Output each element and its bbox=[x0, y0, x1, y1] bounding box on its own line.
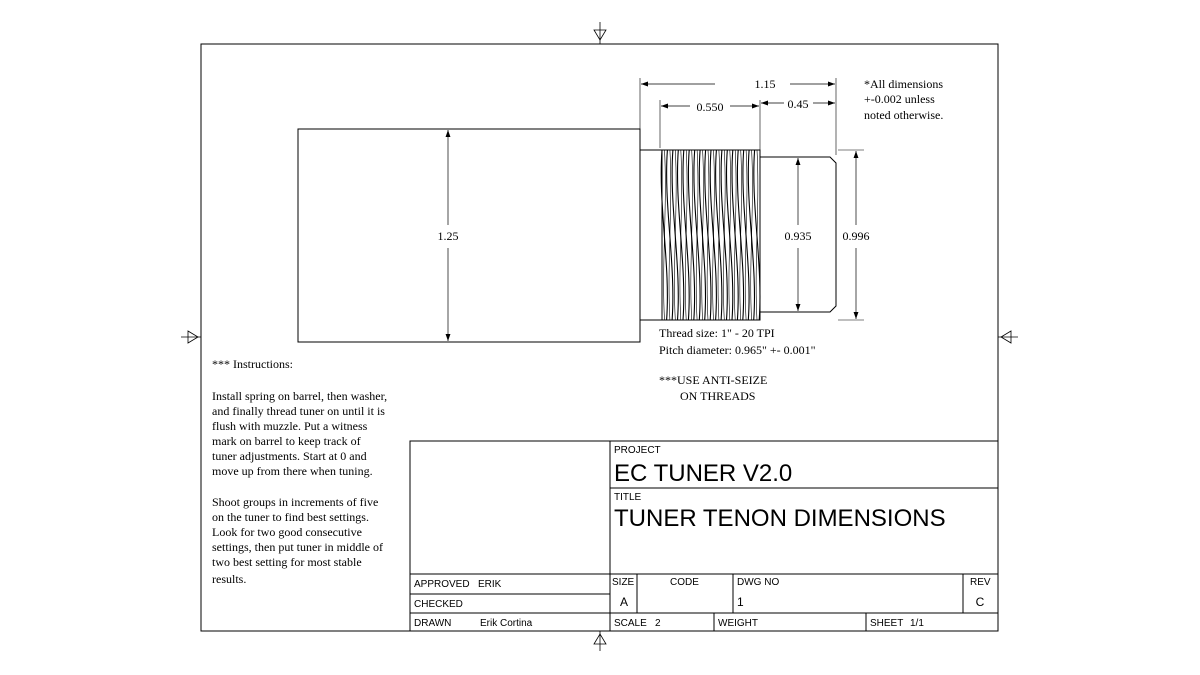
thread-relief bbox=[640, 149, 663, 321]
threaded-section bbox=[660, 149, 761, 321]
instructions-p1-line-1: Install spring on barrel, then washer, bbox=[212, 389, 387, 403]
size-value: A bbox=[620, 595, 628, 609]
instructions-p1-line-6: move up from there when tuning. bbox=[212, 464, 373, 478]
thread-root bbox=[744, 149, 748, 321]
code-label: CODE bbox=[670, 577, 699, 588]
dim-pilot-diameter: 0.935 bbox=[785, 229, 812, 243]
thread-root bbox=[712, 149, 715, 321]
barrel-body bbox=[297, 128, 641, 343]
drawn-label: DRAWN bbox=[414, 618, 451, 629]
instructions-p2-line-1: Shoot groups in increments of five bbox=[212, 495, 378, 509]
title-block bbox=[409, 440, 999, 632]
thread-root bbox=[755, 149, 759, 321]
thread-root bbox=[668, 149, 672, 321]
drawn-value: Erik Cortina bbox=[480, 618, 533, 629]
instructions-p1-line-2: and finally thread tuner on until it is bbox=[212, 404, 385, 418]
weight-label: WEIGHT bbox=[718, 618, 758, 629]
center-mark-bottom bbox=[593, 631, 607, 651]
thread-root bbox=[663, 149, 666, 321]
thread-root bbox=[679, 149, 682, 321]
antiseize-note-line-2: ON THREADS bbox=[680, 389, 755, 403]
thread-root bbox=[685, 149, 688, 321]
rev-label: REV bbox=[970, 577, 991, 588]
thread-root bbox=[728, 149, 731, 321]
checked-label: CHECKED bbox=[414, 599, 463, 610]
instructions-p1-line-4: mark on barrel to keep track of bbox=[212, 434, 361, 448]
dim-thread-length: 0.550 bbox=[697, 100, 724, 114]
instructions-p2-line-5: two best setting for most stable bbox=[212, 555, 362, 569]
size-label: SIZE bbox=[612, 577, 635, 588]
thread-root bbox=[734, 149, 737, 321]
pilot-section bbox=[759, 156, 837, 313]
scale-label: SCALE bbox=[614, 618, 647, 629]
project-label: PROJECT bbox=[614, 445, 661, 456]
center-mark-right bbox=[998, 330, 1018, 344]
instructions-p2-line-4: settings, then put tuner in middle of bbox=[212, 540, 383, 554]
thread-root bbox=[723, 149, 726, 321]
scale-value: 2 bbox=[655, 618, 661, 629]
center-mark-left bbox=[181, 330, 201, 344]
instructions-p2-line-6: results. bbox=[212, 572, 246, 586]
dim-barrel-diameter: 1.25 bbox=[438, 229, 459, 243]
instructions-p2-line-3: Look for two good consecutive bbox=[212, 525, 362, 539]
thread-root bbox=[750, 149, 753, 321]
approved-label: APPROVED bbox=[414, 579, 470, 590]
title-value: TUNER TENON DIMENSIONS bbox=[614, 505, 946, 532]
title-label: TITLE bbox=[614, 492, 642, 503]
thread-root bbox=[690, 149, 693, 321]
tolerance-note-line-1: *All dimensions bbox=[864, 77, 943, 91]
pitch-diameter-note: Pitch diameter: 0.965" +- 0.001" bbox=[659, 343, 816, 357]
tolerance-note-line-2: +-0.002 unless bbox=[864, 92, 935, 106]
dim-thread-diameter: 0.996 bbox=[843, 229, 870, 243]
thread-root bbox=[674, 149, 677, 321]
sheet-label: SHEET bbox=[870, 618, 903, 629]
thread-root bbox=[701, 149, 704, 321]
thread-root bbox=[717, 149, 721, 321]
dim-pilot-length: 0.45 bbox=[788, 97, 809, 111]
thread-root bbox=[695, 149, 699, 321]
antiseize-note-line-1: ***USE ANTI-SEIZE bbox=[659, 373, 767, 387]
dwg-no-value: 1 bbox=[737, 595, 744, 609]
instructions-p1-line-3: flush with muzzle. Put a witness bbox=[212, 419, 368, 433]
extension-lines bbox=[639, 78, 864, 321]
sheet-value: 1/1 bbox=[910, 618, 924, 629]
tolerance-note-line-3: noted otherwise. bbox=[864, 108, 943, 122]
instructions-p1-line-5: tuner adjustments. Start at 0 and bbox=[212, 449, 367, 463]
dimension-lines bbox=[445, 81, 859, 341]
thread-root bbox=[739, 149, 742, 321]
thread-root bbox=[706, 149, 710, 321]
project-value: EC TUNER V2.0 bbox=[614, 460, 792, 487]
rev-value: C bbox=[976, 595, 985, 609]
center-mark-top bbox=[593, 22, 607, 44]
approved-value: ERIK bbox=[478, 579, 502, 590]
instructions-p2-line-2: on the tuner to find best settings. bbox=[212, 510, 369, 524]
thread-size-note: Thread size: 1" - 20 TPI bbox=[659, 326, 775, 340]
instructions-heading: *** Instructions: bbox=[212, 357, 293, 371]
dim-overall-length: 1.15 bbox=[755, 77, 776, 91]
dwg-no-label: DWG NO bbox=[737, 577, 779, 588]
